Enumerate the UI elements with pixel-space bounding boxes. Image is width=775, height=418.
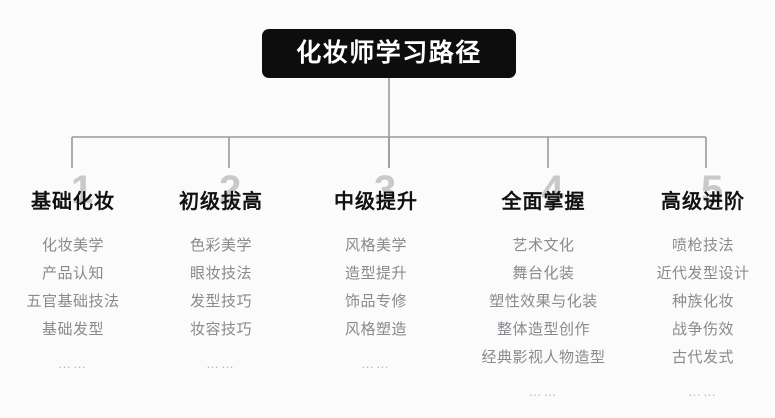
stage-column-1: 1 基础化妆 化妆美学 产品认知 五官基础技法 基础发型 …… (0, 168, 146, 372)
stage-title-3: 中级提升 (334, 191, 418, 213)
list-item: 近代发型设计 (656, 265, 750, 282)
list-item: 化妆美学 (41, 237, 104, 254)
stage-column-5: 5 高级进阶 喷枪技法 近代发型设计 种族化妆 战争伤效 古代发式 …… (631, 168, 775, 400)
stage-item-list-1: 化妆美学 产品认知 五官基础技法 基础发型 …… (0, 232, 146, 372)
list-item: 塑性效果与化装 (489, 293, 598, 310)
list-item: 色彩美学 (189, 237, 252, 254)
list-item: 妆容技巧 (189, 321, 252, 338)
stage-title-5: 高级进阶 (661, 191, 745, 213)
list-item: 基础发型 (41, 321, 104, 338)
stage-number-watermark-4: 4 (541, 168, 564, 212)
stage-header-2: 2 初级拔高 (146, 168, 296, 214)
stage-column-2: 2 初级拔高 色彩美学 眼妆技法 发型技巧 妆容技巧 …… (146, 168, 296, 372)
stage-number-watermark-5: 5 (701, 168, 724, 212)
stage-number-watermark-1: 1 (71, 168, 94, 212)
stage-item-list-5: 喷枪技法 近代发型设计 种族化妆 战争伤效 古代发式 …… (631, 232, 775, 400)
list-item: 喷枪技法 (671, 237, 734, 254)
list-item: 五官基础技法 (26, 293, 120, 310)
stage-title-4: 全面掌握 (501, 191, 586, 213)
stage-number-watermark-2: 2 (219, 168, 242, 212)
list-item: 造型提升 (344, 265, 407, 282)
stage-item-list-4: 艺术文化 舞台化装 塑性效果与化装 整体造型创作 经典影视人物造型 …… (456, 232, 631, 400)
list-item: 发型技巧 (189, 293, 252, 310)
list-item: 战争伤效 (671, 321, 734, 338)
stage-column-3: 3 中级提升 风格美学 造型提升 饰品专修 风格塑造 …… (296, 168, 456, 372)
root-node-title: 化妆师学习路径 (296, 39, 482, 67)
list-item: 经典影视人物造型 (481, 349, 606, 366)
list-item: 艺术文化 (512, 237, 575, 254)
stage-title-2: 初级拔高 (179, 191, 263, 213)
stage-header-1: 1 基础化妆 (0, 168, 146, 214)
list-item: 风格美学 (344, 237, 407, 254)
stage-header-4: 4 全面掌握 (456, 168, 631, 214)
stage-header-5: 5 高级进阶 (631, 168, 775, 214)
list-item: 古代发式 (671, 349, 734, 366)
list-item: 饰品专修 (344, 293, 407, 310)
list-item: 种族化妆 (671, 293, 734, 310)
stage-column-4: 4 全面掌握 艺术文化 舞台化装 塑性效果与化装 整体造型创作 经典影视人物造型… (456, 168, 631, 400)
list-item: 整体造型创作 (496, 321, 590, 338)
list-item: 风格塑造 (344, 321, 407, 338)
list-item: 舞台化装 (512, 265, 575, 282)
stage-header-3: 3 中级提升 (296, 168, 456, 214)
stage-ellipsis-3: …… (361, 356, 391, 371)
list-item: 产品认知 (41, 265, 104, 282)
root-node: 化妆师学习路径 (262, 29, 516, 78)
list-item: 眼妆技法 (189, 265, 252, 282)
stage-item-list-2: 色彩美学 眼妆技法 发型技巧 妆容技巧 …… (146, 232, 296, 372)
stage-ellipsis-2: …… (206, 356, 236, 371)
stage-number-watermark-3: 3 (374, 168, 397, 212)
stage-ellipsis-1: …… (58, 356, 88, 371)
stage-ellipsis-4: …… (528, 384, 559, 399)
stage-ellipsis-5: …… (688, 384, 718, 399)
stage-item-list-3: 风格美学 造型提升 饰品专修 风格塑造 …… (296, 232, 456, 372)
stage-title-1: 基础化妆 (31, 191, 115, 213)
stage-columns: 1 基础化妆 化妆美学 产品认知 五官基础技法 基础发型 …… 2 初级拔高 色… (0, 168, 775, 400)
